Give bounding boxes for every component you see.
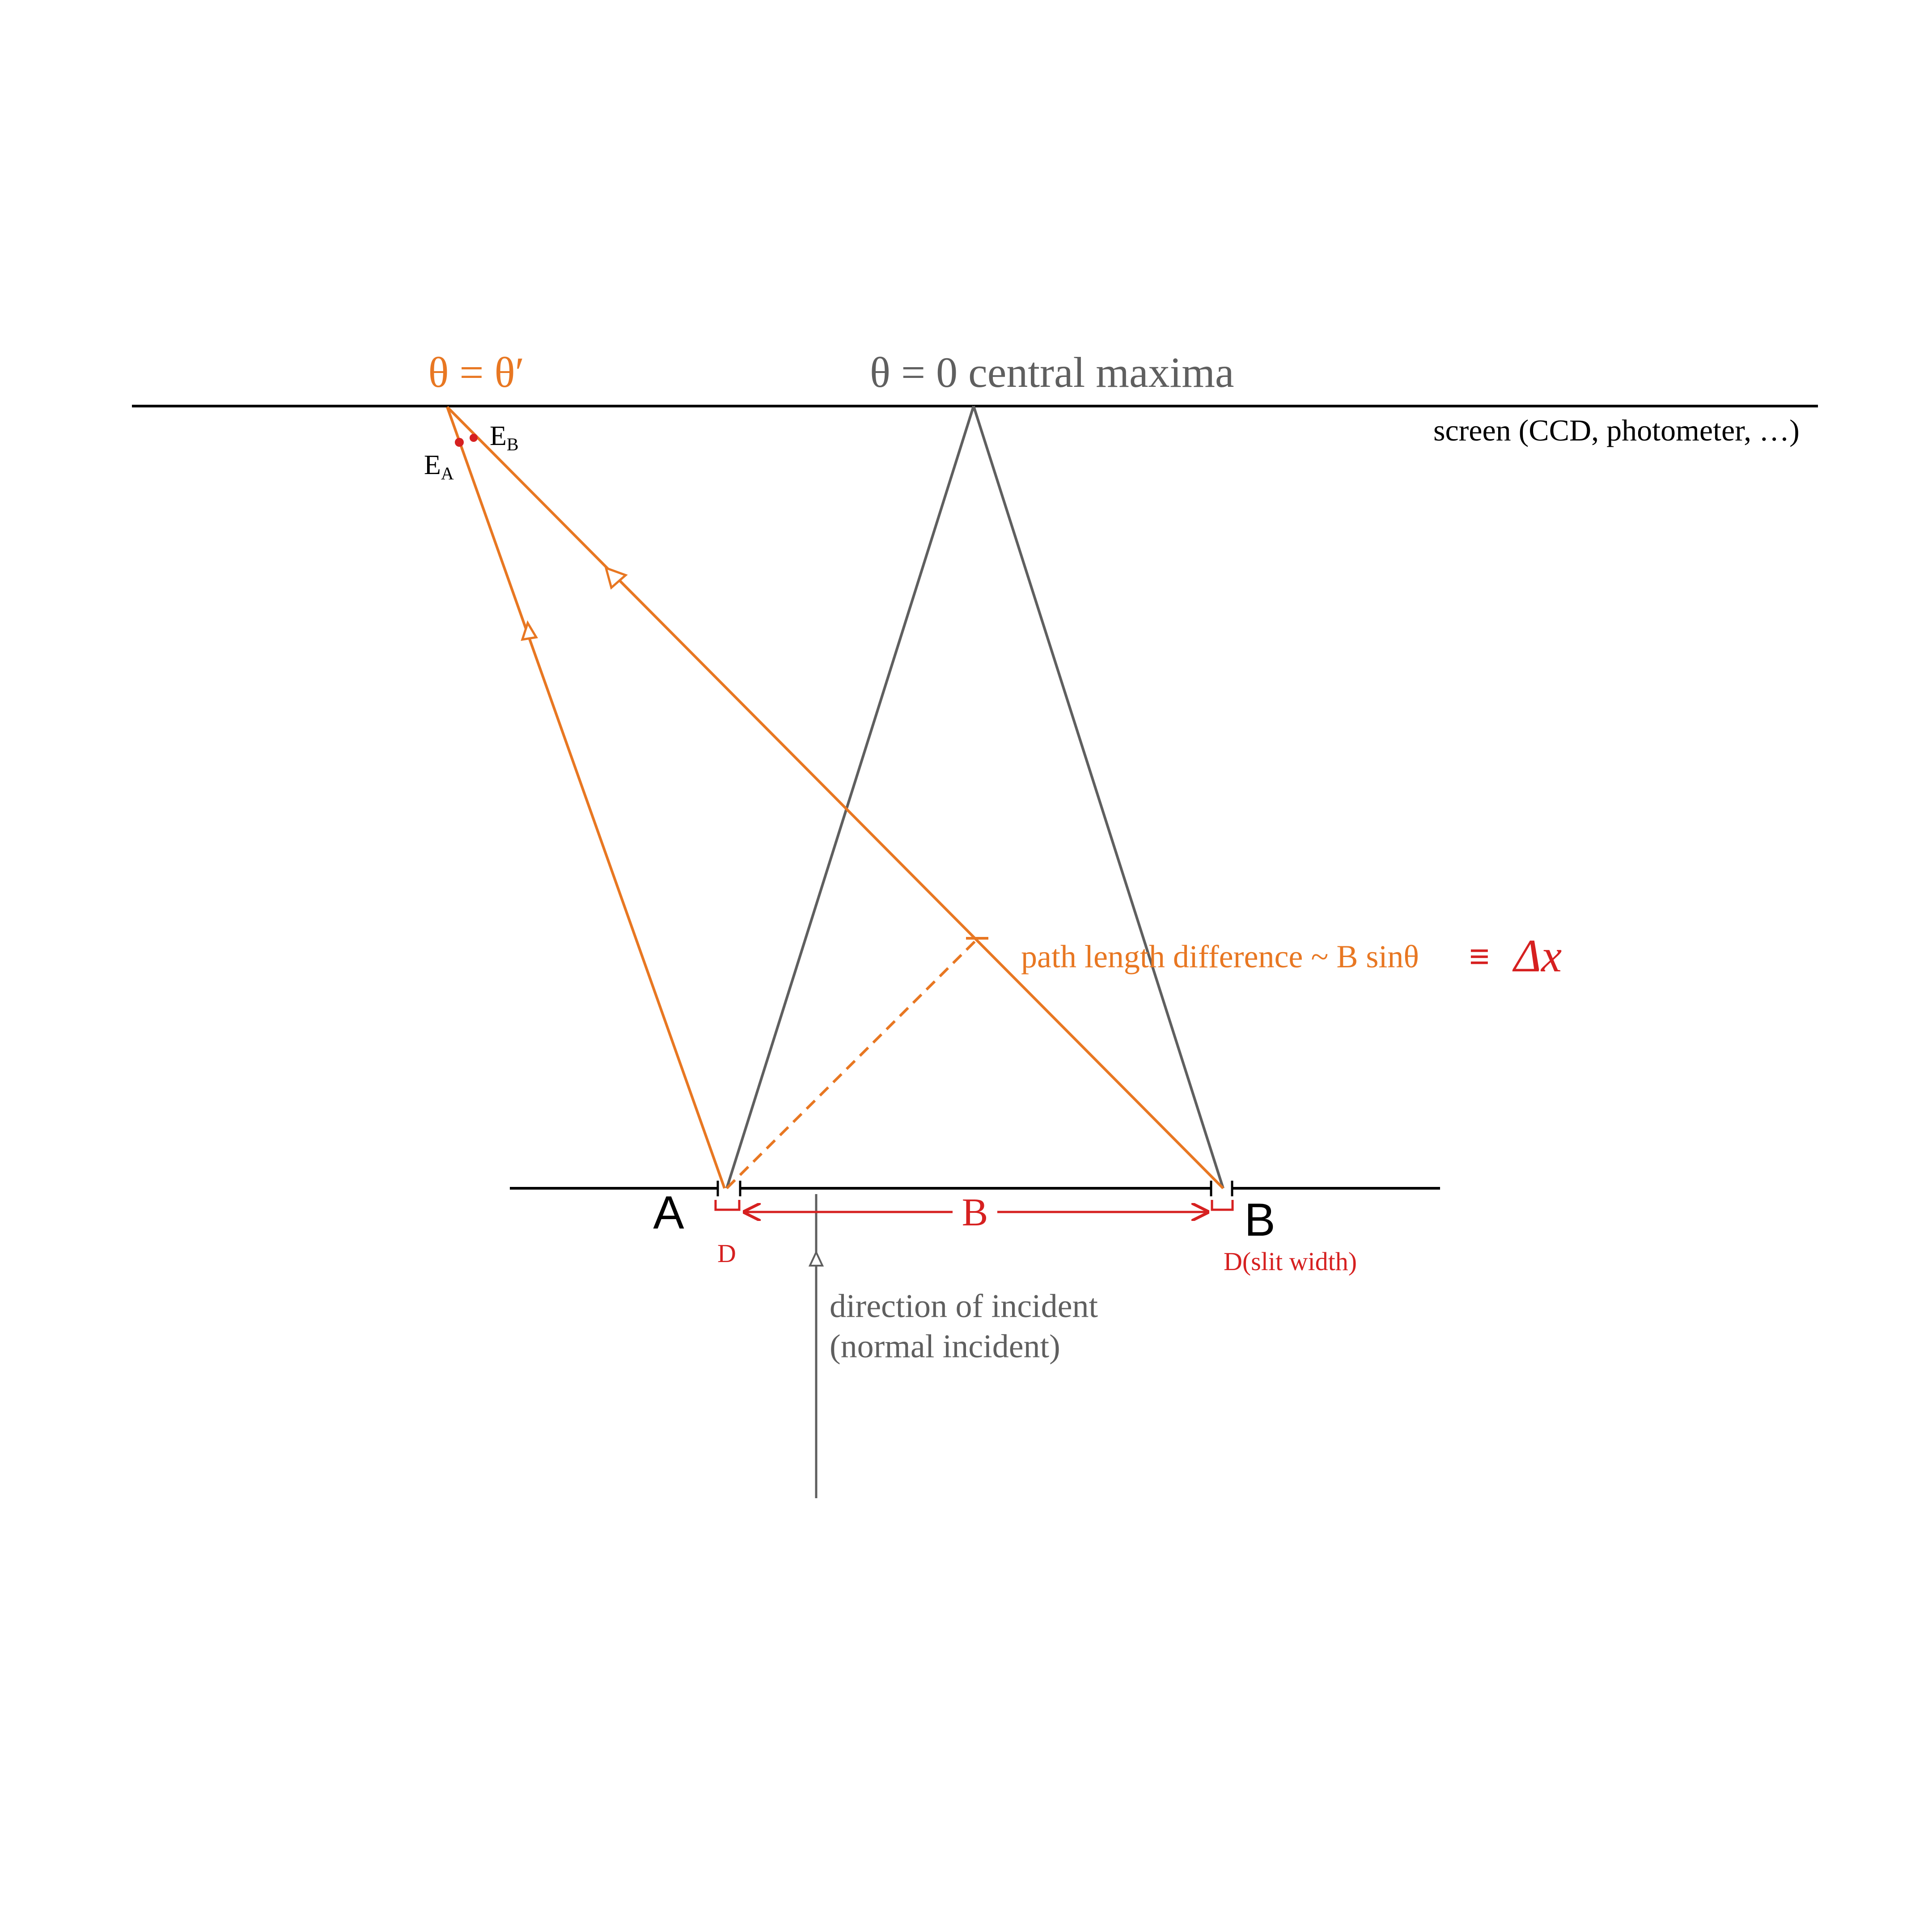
central-ray-from-b bbox=[972, 406, 1224, 1189]
equivalence-symbol: ≡ bbox=[1469, 936, 1490, 976]
slit-b-width-label: D(slit width) bbox=[1224, 1247, 1357, 1276]
e-a-label: EA bbox=[424, 450, 454, 483]
ray-from-slit-b bbox=[446, 406, 1224, 1190]
incident-arrow-icon bbox=[808, 1250, 824, 1267]
slit-b-width-bracket bbox=[1211, 1200, 1234, 1211]
slit-a-width-bracket bbox=[714, 1200, 741, 1211]
path-difference-label: path length difference ~ B sinθ bbox=[1021, 939, 1419, 974]
slit-separation-label: B bbox=[962, 1191, 988, 1234]
slit-b-label: B bbox=[1244, 1194, 1275, 1246]
e-b-label: EB bbox=[490, 421, 519, 454]
incident-direction-label-line1: direction of incident bbox=[830, 1288, 1098, 1325]
ray-a-arrow-icon bbox=[521, 620, 538, 641]
theta-prime-label: θ = θ′ bbox=[428, 348, 524, 396]
screen-label: screen (CCD, photometer, …) bbox=[1433, 413, 1800, 447]
point-e-a bbox=[455, 438, 464, 447]
point-e-b bbox=[470, 434, 478, 442]
slit-a-width-label: D bbox=[717, 1239, 736, 1268]
ray-b-arrow-icon bbox=[604, 566, 628, 590]
delta-x-label: Δx bbox=[1512, 930, 1562, 982]
incident-direction-label-line2: (normal incident) bbox=[830, 1328, 1060, 1365]
path-difference-dashed-line bbox=[725, 938, 979, 1190]
slit-a-label: A bbox=[653, 1187, 684, 1239]
central-maxima-label: θ = 0 central maxima bbox=[870, 348, 1234, 396]
central-ray-from-a bbox=[725, 406, 975, 1189]
ray-from-slit-a bbox=[446, 406, 726, 1189]
